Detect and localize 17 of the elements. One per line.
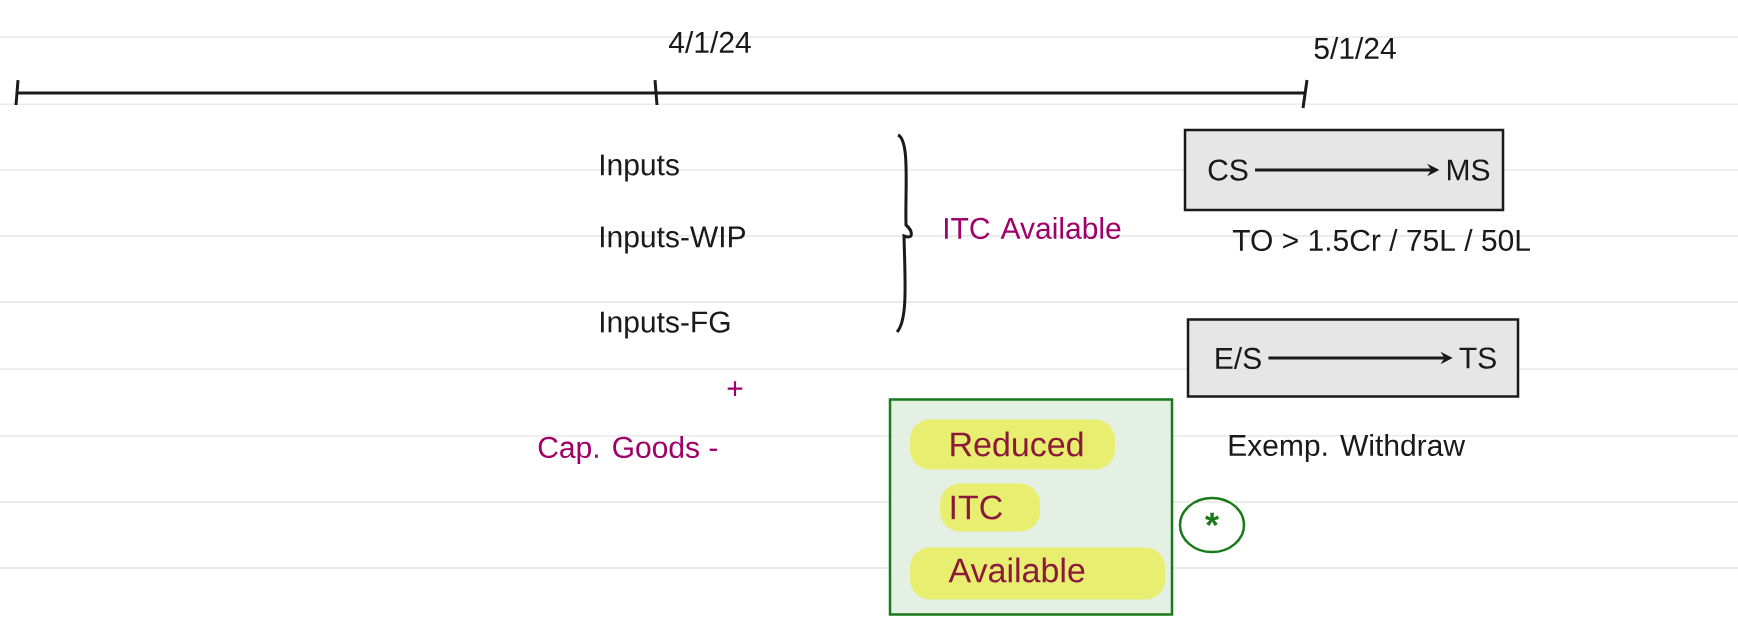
handwritten-text: TO > 1.5Cr / 75L / 50L [1232,229,1530,252]
handwritten-text: 5/1/24 [1314,37,1396,59]
rectangle-box [1186,318,1520,398]
handwritten-text: 4/1/24 [669,31,751,53]
box-text: CS [1208,159,1248,181]
handwritten-text: Inputs [601,154,679,182]
handwritten-text: ITC Available [945,217,1121,240]
box-text: TS [1459,347,1496,369]
rectangle-box [1183,128,1505,212]
box-text: E/S [1216,347,1261,370]
handwritten-text: Exemp. Withdraw [1229,434,1466,462]
highlighted-box: Reduced ITC Available [888,398,1174,616]
handwritten-text: Cap. Goods - [538,436,718,464]
handwritten-text: Inputs-WIP [601,226,745,254]
handwritten-text: + [727,381,743,397]
handwritten-text: Inputs-FG [601,311,730,339]
box-text: MS [1448,159,1490,181]
